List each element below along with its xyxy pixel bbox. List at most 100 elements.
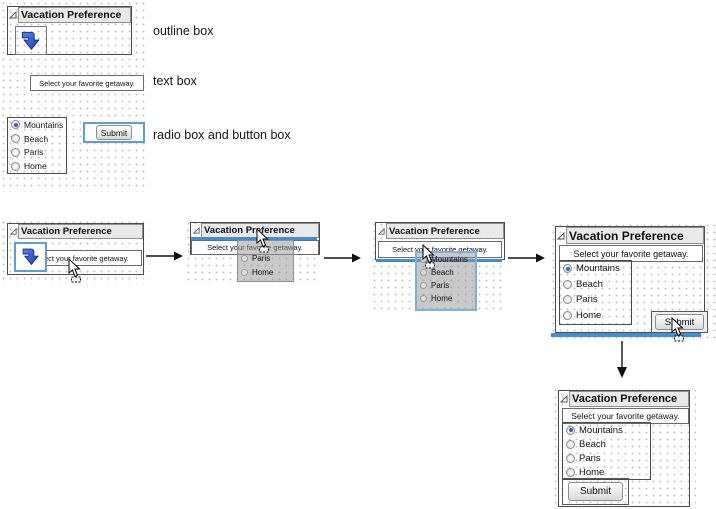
blue-arrow-icon xyxy=(21,31,40,50)
disclosure-triangle-icon[interactable] xyxy=(376,223,386,239)
radio-icon[interactable] xyxy=(11,134,20,144)
radio-icon xyxy=(241,268,248,276)
radio-option[interactable]: Home xyxy=(8,159,66,173)
flow-arrow-down-icon xyxy=(617,341,627,378)
radio-option-label: Home xyxy=(431,294,453,303)
text-box[interactable]: Select your favorite getaway. xyxy=(562,408,689,424)
panel-title: Vacation Preference xyxy=(18,224,143,239)
radio-option-label: Beach xyxy=(431,268,454,277)
radio-option[interactable]: Mountains xyxy=(8,118,66,132)
insertion-indicator-line xyxy=(551,333,701,337)
radio-icon[interactable] xyxy=(563,279,572,289)
ghost-radio-option: Paris xyxy=(417,279,475,292)
radio-icon[interactable] xyxy=(566,467,575,477)
radio-icon[interactable] xyxy=(566,439,575,449)
designer-panel-step1: Vacation Preference xyxy=(7,223,144,275)
radio-box: Mountains Beach Paris Home xyxy=(559,260,632,325)
radio-option[interactable]: Beach xyxy=(8,132,66,146)
radio-option[interactable]: Paris xyxy=(560,292,631,308)
radio-option-label: Paris xyxy=(431,281,450,290)
disclosure-triangle-icon[interactable] xyxy=(556,227,566,244)
radio-icon[interactable] xyxy=(11,147,20,157)
radio-option-label: Paris xyxy=(576,294,598,306)
radio-option[interactable]: Home xyxy=(560,308,631,324)
insertion-indicator-line xyxy=(191,237,317,240)
radio-option-label: Beach xyxy=(24,133,49,144)
radio-option-label: Beach xyxy=(579,438,606,450)
radio-icon[interactable] xyxy=(11,161,20,171)
submit-button[interactable]: Submit xyxy=(568,482,623,501)
radio-icon xyxy=(420,295,427,302)
disclosure-triangle-icon[interactable] xyxy=(8,7,18,23)
submit-button[interactable]: Submit xyxy=(655,314,704,330)
disclosure-triangle-icon[interactable] xyxy=(559,391,569,407)
radio-option[interactable]: Mountains xyxy=(563,423,650,437)
radio-box-widget: Mountains Beach Paris Home xyxy=(7,117,67,174)
dragged-button-box: Submit xyxy=(651,311,708,333)
ghost-radio-option: Home xyxy=(417,292,475,305)
outline-box-widget: Vacation Preference xyxy=(7,6,132,55)
radio-option-label: Paris xyxy=(579,452,601,464)
panel-title: Vacation Preference xyxy=(386,223,504,239)
flow-arrow-right-icon xyxy=(146,251,183,261)
radio-icon[interactable] xyxy=(566,453,575,463)
designer-panel-step4: Vacation Preference Select your favorite… xyxy=(555,226,705,333)
text-box-widget[interactable]: Select your favorite getaway. xyxy=(30,75,144,91)
radio-option-label: Paris xyxy=(252,253,271,263)
panel-header: Vacation Preference xyxy=(8,224,143,239)
flow-arrow-right-icon xyxy=(508,253,545,263)
radio-option-label: Home xyxy=(252,267,274,277)
disclosure-triangle-icon[interactable] xyxy=(8,224,18,239)
drag-cursor-icon xyxy=(671,317,684,342)
ghost-radio-option: Paris xyxy=(238,252,270,264)
ghost-radio-option: Beach xyxy=(417,266,475,279)
radio-icon[interactable] xyxy=(563,310,572,320)
designer-panel-final: Vacation Preference Select your favorite… xyxy=(558,390,690,507)
radio-option-label: Mountains xyxy=(24,119,64,130)
radio-option-label: Beach xyxy=(576,278,603,290)
panel-header: Vacation Preference xyxy=(559,391,689,407)
disclosure-triangle-icon[interactable] xyxy=(191,223,201,238)
radio-option[interactable]: Paris xyxy=(8,146,66,160)
dragged-radio-box-ghost: Mountains Beach Paris Home xyxy=(415,251,477,311)
radio-box: Mountains Beach Paris Home xyxy=(562,422,651,480)
legend-radio-button-box-label: radio box and button box xyxy=(153,128,291,142)
button-box-widget: Submit xyxy=(83,122,145,143)
panel-title: Vacation Preference xyxy=(569,391,689,407)
outline-box-title: Vacation Preference xyxy=(18,7,131,23)
flow-arrow-right-icon xyxy=(324,253,361,263)
radio-option[interactable]: Beach xyxy=(560,277,631,293)
drag-cursor-icon xyxy=(68,258,81,283)
radio-option-label: Paris xyxy=(24,147,44,158)
radio-selected-icon[interactable] xyxy=(566,425,575,435)
radio-option-label: Home xyxy=(579,466,605,478)
drag-cursor-icon xyxy=(422,244,435,269)
legend-outline-box-label: outline box xyxy=(153,24,214,38)
radio-option-label: Mountains xyxy=(431,255,468,264)
outline-arrow-box[interactable] xyxy=(15,26,47,55)
submit-button[interactable]: Submit xyxy=(96,125,132,140)
radio-icon xyxy=(241,254,248,262)
dragged-text-box[interactable]: Select your favorite getaway. xyxy=(20,250,142,266)
radio-option[interactable]: Mountains xyxy=(560,261,631,277)
panel-header: Vacation Preference xyxy=(556,227,704,244)
radio-option-label: Mountains xyxy=(579,424,623,436)
selected-outline-arrow-box[interactable] xyxy=(14,242,47,272)
blue-arrow-icon xyxy=(22,248,39,266)
panel-header: Vacation Preference xyxy=(376,223,504,239)
radio-option[interactable]: Beach xyxy=(563,437,650,451)
legend-text-box-label: text box xyxy=(153,74,197,88)
radio-selected-icon[interactable] xyxy=(11,120,20,130)
outline-box-header: Vacation Preference xyxy=(8,7,131,23)
radio-icon[interactable] xyxy=(563,295,572,305)
radio-option-label: Home xyxy=(24,161,47,172)
radio-icon xyxy=(420,269,427,276)
radio-option-label: Mountains xyxy=(576,263,620,275)
drag-cursor-icon xyxy=(256,228,269,253)
panel-title: Vacation Preference xyxy=(566,227,704,244)
button-box: Submit xyxy=(562,478,629,505)
radio-option[interactable]: Home xyxy=(563,465,650,479)
radio-option[interactable]: Paris xyxy=(563,451,650,465)
radio-selected-icon[interactable] xyxy=(563,264,572,274)
